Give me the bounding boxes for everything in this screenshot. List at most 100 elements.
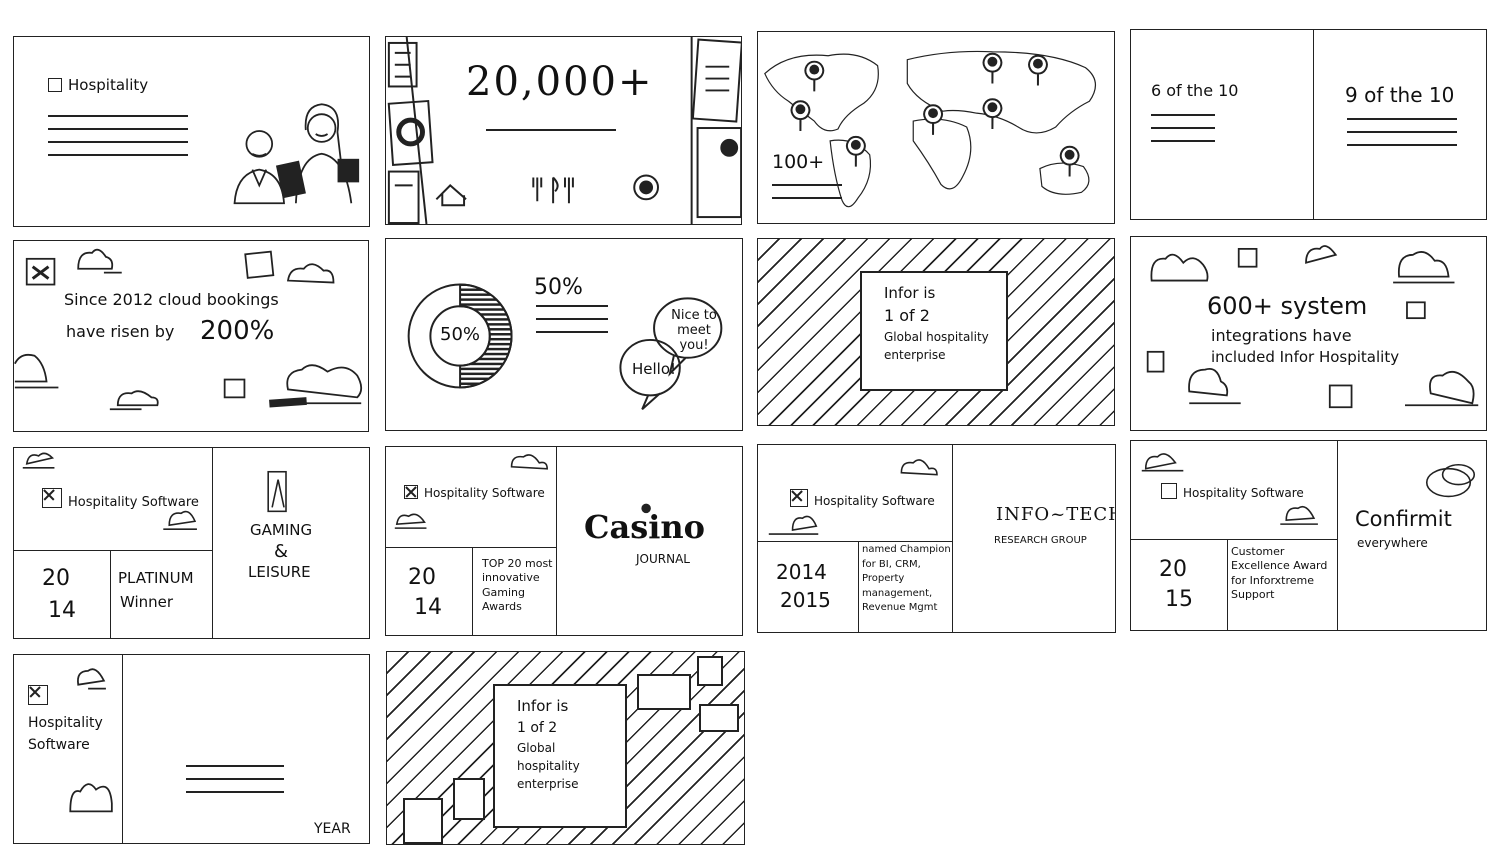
clouds-icons-illustration <box>14 248 363 411</box>
logo-research-group: RESEARCH GROUP <box>994 535 1087 546</box>
checkbox-icon <box>1161 483 1177 499</box>
callout-line1: Infor is <box>884 284 936 302</box>
callout-line4: enterprise <box>884 348 946 362</box>
bar-chart-card-icon <box>453 778 485 820</box>
divider <box>1131 539 1337 540</box>
checkbox-checked-icon <box>28 685 48 705</box>
storyboard-panel-7: Infor is 1 of 2 Global hospitality enter… <box>757 238 1115 426</box>
divider <box>1313 30 1314 219</box>
year-placeholder: YEAR <box>314 821 351 837</box>
callout-line3: Global <box>517 741 556 755</box>
checkbox-checked-icon <box>404 485 418 499</box>
callout-line1: Infor is <box>517 697 569 715</box>
text-placeholder-lines <box>1151 114 1215 153</box>
hospitality-software-label: Hospitality Software <box>42 488 199 511</box>
divider <box>472 547 473 635</box>
text-placeholder-lines <box>486 129 616 142</box>
percent-stat: 50% <box>534 275 583 300</box>
clouds-illustration <box>1141 453 1476 525</box>
business-people-illustration <box>233 103 360 205</box>
users-stat: 20,000+ <box>466 59 654 105</box>
text-placeholder-lines <box>772 184 842 210</box>
callout-line5: enterprise <box>517 777 579 791</box>
countries-stat: 100+ <box>772 151 825 173</box>
integrations-line1: 600+ system <box>1207 292 1368 320</box>
year-bottom: 14 <box>48 598 76 623</box>
storyboard-panel-9: Hospitality Software 20 14 PLATINUM Winn… <box>13 447 370 639</box>
cloud-bookings-line2: have risen by <box>66 322 175 341</box>
divider <box>1337 441 1338 630</box>
year-bottom: 14 <box>414 595 442 620</box>
callout-box: Infor is 1 of 2 Global hospitality enter… <box>493 684 627 828</box>
year-bottom: 2015 <box>780 588 831 612</box>
checkbox-checked-icon <box>790 489 808 507</box>
storyboard-panel-6: 50% 50% Nice to meet you! Hello! <box>385 238 743 431</box>
checkbox-icon <box>48 78 62 92</box>
integrations-line2: integrations have <box>1211 326 1352 345</box>
text-placeholder-lines <box>48 115 188 167</box>
divider <box>386 547 556 548</box>
logo-ampersand: & <box>274 541 289 562</box>
year-top: 2014 <box>776 560 827 584</box>
callout-line4: hospitality <box>517 759 580 773</box>
storyboard-panel-3: 100+ <box>757 31 1115 224</box>
divider <box>858 541 859 632</box>
stat-right: 9 of the 10 <box>1345 83 1455 107</box>
hospitality-software-label: Hospitality Software <box>1161 483 1304 501</box>
hospitality-software-label: Hospitality Software <box>404 485 545 501</box>
divider <box>212 448 213 638</box>
storyboard-panel-13: Hospitality Software YEAR <box>13 654 370 844</box>
storyboard-panel-2: 20,000+ <box>385 36 742 225</box>
callout-line2: 1 of 2 <box>884 306 930 325</box>
integrations-line3: included Infor Hospitality <box>1211 348 1400 366</box>
label-hospitality: Hospitality <box>28 715 103 731</box>
logo-confirmit: Confirmit <box>1355 507 1452 531</box>
callout-line3: Global hospitality <box>884 330 989 344</box>
clouds-illustration <box>394 454 651 529</box>
stat-left: 6 of the 10 <box>1151 81 1239 100</box>
year-top: 20 <box>408 565 436 590</box>
logo-casino: Casino <box>584 508 705 546</box>
storyboard-panel-14: Infor is 1 of 2 Global hospitality enter… <box>386 651 745 845</box>
integration-clouds-illustration <box>1146 245 1479 409</box>
hospitality-software-label: Hospitality Software <box>790 489 935 509</box>
document-card-icon <box>697 656 723 686</box>
divider <box>758 541 952 542</box>
hotel-devices-illustration <box>387 37 741 224</box>
clouds-illustration <box>768 459 938 535</box>
speech-bubble-hello: Hello! <box>632 360 677 378</box>
storyboard-panel-4: 6 of the 10 9 of the 10 <box>1130 29 1487 220</box>
callout-line2: 1 of 2 <box>517 720 558 736</box>
storyboard-panel-5: Since 2012 cloud bookings have risen by … <box>13 240 369 432</box>
year-top: 20 <box>1159 557 1187 582</box>
storyboard-panel-1: Hospitality <box>13 36 370 227</box>
checkbox-checked-icon <box>42 488 62 508</box>
logo-journal: JOURNAL <box>636 552 690 566</box>
storyboard-panel-10: Hospitality Software 20 14 TOP 20 most i… <box>385 446 743 636</box>
divider <box>110 550 111 638</box>
donut-speech-illustration <box>407 283 723 410</box>
hospitality-software-label <box>28 685 54 708</box>
divider <box>14 550 212 551</box>
logo-leisure: LEISURE <box>248 563 311 581</box>
logo-gaming: GAMING <box>250 521 313 539</box>
award-line2: Winner <box>120 593 174 611</box>
award-text: Customer Excellence Award for Inforxtrem… <box>1231 545 1328 601</box>
donut-label: 50% <box>440 324 481 345</box>
cloud-bookings-line1: Since 2012 cloud bookings <box>64 290 279 309</box>
year-bottom: 15 <box>1165 587 1193 612</box>
text-placeholder-lines <box>186 765 284 804</box>
hospitality-label: Hospitality <box>48 76 148 94</box>
text-placeholder-lines <box>1347 118 1457 157</box>
storyboard-panel-8: 600+ system integrations have included I… <box>1130 236 1487 431</box>
storyboard-panel-11: Hospitality Software 2014 2015 named Cha… <box>757 444 1116 633</box>
tablet-icon <box>403 798 443 844</box>
cloud-bookings-value: 200% <box>200 316 275 346</box>
clouds-illustration <box>22 452 287 530</box>
award-text: named Champion for BI, CRM, Property man… <box>862 544 951 613</box>
chart-card-icon <box>637 674 691 710</box>
world-map-illustration <box>764 50 1096 208</box>
clouds-illustration <box>69 668 113 813</box>
card-icon <box>699 704 739 732</box>
divider <box>952 445 953 632</box>
